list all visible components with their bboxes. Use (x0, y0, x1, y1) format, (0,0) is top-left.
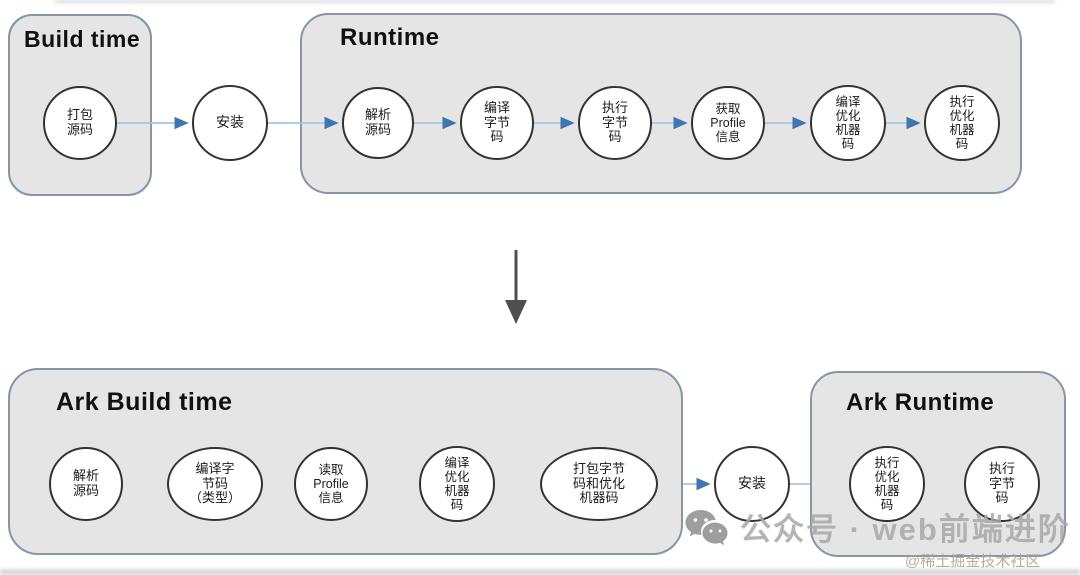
node-install-top: 安装 (192, 85, 268, 161)
node-compile-bytecode: 编译 字节 码 (460, 86, 534, 160)
ark-build-time-title: Ark Build time (56, 388, 233, 416)
build-time-title: Build time (24, 26, 141, 52)
watermark-text: 公众号 · web前端进阶 (740, 512, 1071, 547)
ark-runtime-box (810, 371, 1066, 557)
node-parse-source-ark: 解析 源码 (49, 447, 123, 521)
runtime-title: Runtime (340, 24, 440, 51)
watermark-credit: @稀土掘金技术社区 (905, 553, 1041, 570)
node-exec-bytecode: 执行 字节 码 (578, 86, 652, 160)
down-arrow-head (505, 300, 527, 324)
top-crop-artifact (55, 0, 1055, 3)
ark-runtime-title: Ark Runtime (846, 389, 995, 416)
wechat-icon (685, 510, 728, 546)
node-compile-bytecode-typed: 编译字 节码 （类型） (167, 447, 263, 521)
node-read-profile: 读取 Profile 信息 (294, 447, 368, 521)
runtime-box (300, 13, 1022, 194)
node-exec-opt-machine-ark: 执行 优化 机器 码 (849, 446, 925, 522)
node-exec-bytecode-ark: 执行 字节 码 (964, 446, 1040, 522)
node-compile-opt-machine-ark: 编译 优化 机器 码 (419, 446, 495, 522)
node-compile-opt-machine: 编译 优化 机器 码 (810, 85, 886, 161)
node-pack-source: 打包 源码 (43, 86, 117, 160)
node-get-profile: 获取 Profile 信息 (691, 86, 765, 160)
node-parse-source: 解析 源码 (342, 87, 414, 159)
node-pack-bytecode-and-opt: 打包字节 码和优化 机器码 (540, 447, 658, 521)
bottom-crop-artifact (0, 569, 1080, 575)
node-install-bottom: 安装 (714, 446, 790, 522)
node-exec-opt-machine: 执行 优化 机器 码 (924, 85, 1000, 161)
